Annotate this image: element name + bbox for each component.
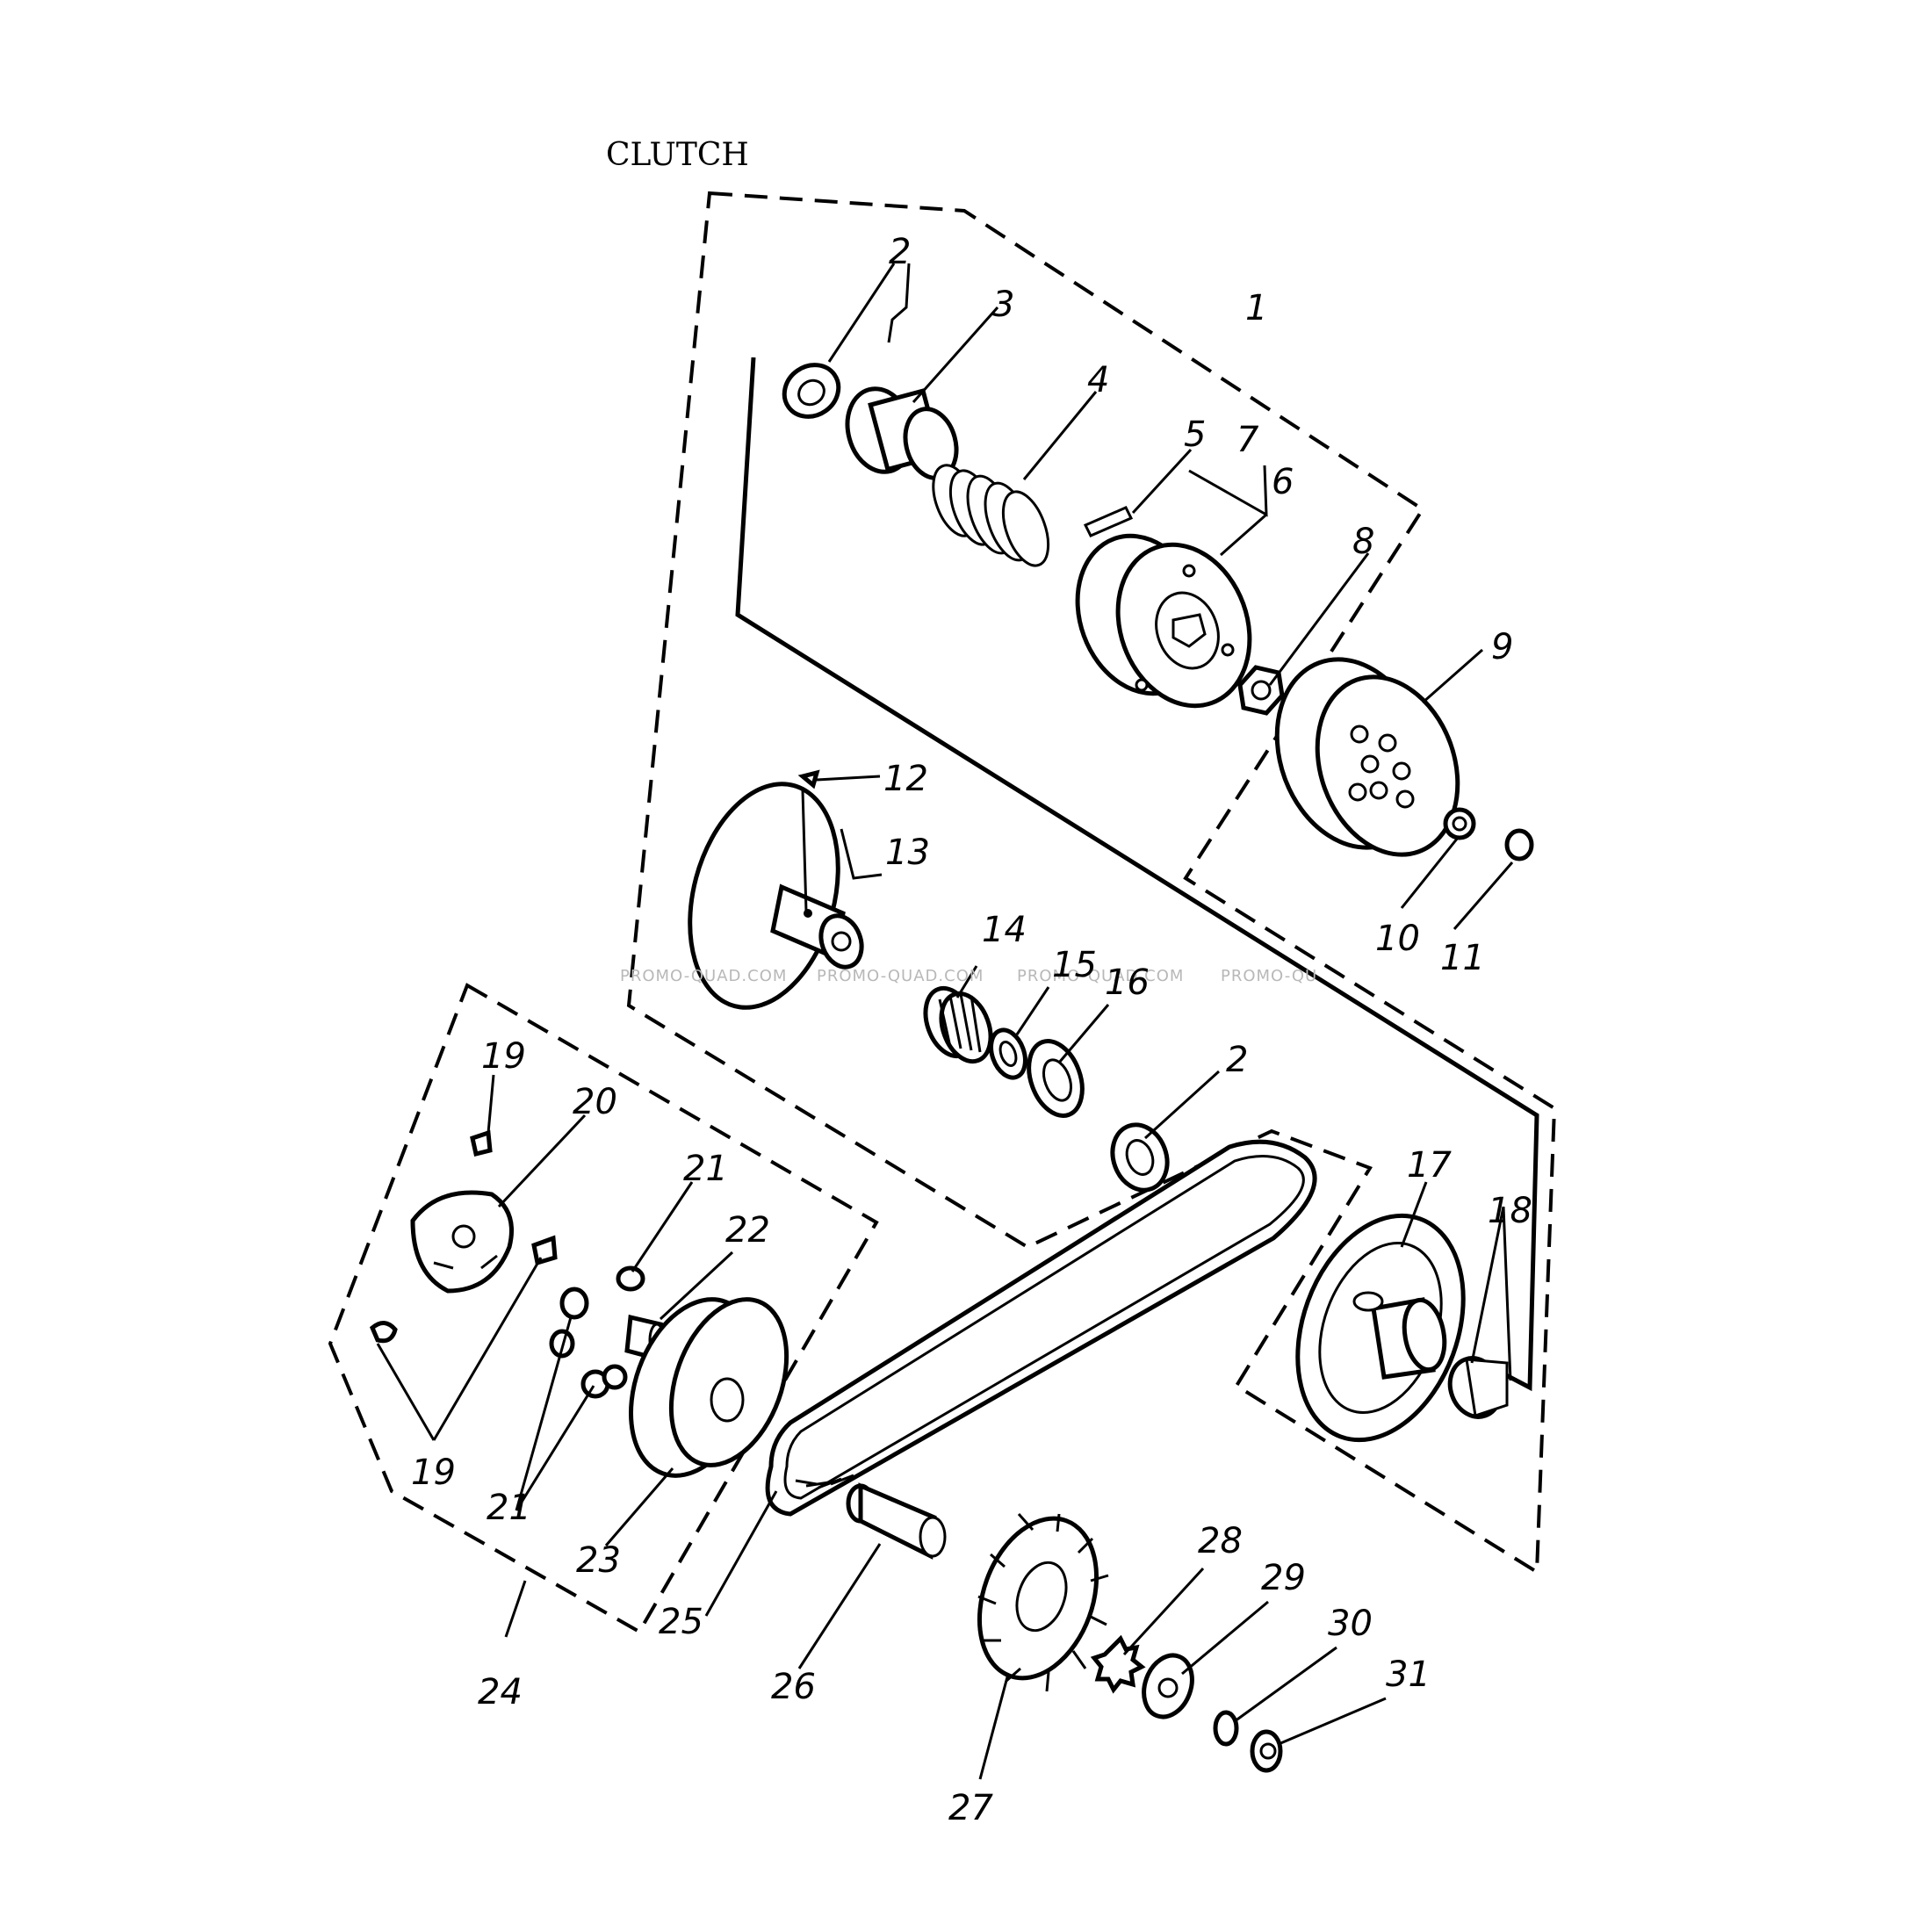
slider-part-19-top	[470, 1129, 493, 1157]
callout-17: 17	[1407, 1145, 1452, 1186]
callout-9: 9	[1491, 627, 1513, 667]
sleeve-part-3	[845, 386, 959, 480]
callout-2-lower: 2	[1226, 1040, 1248, 1080]
watermark-text-1: PROMO-QUAD.COM	[620, 967, 787, 985]
callout-14: 14	[982, 910, 1027, 950]
watermark-text-4: PROMO-QU	[1221, 967, 1317, 985]
circlip-part-15	[989, 1027, 1027, 1080]
ball-bearing-part-16	[1027, 1039, 1085, 1118]
callout-8: 8	[1352, 522, 1374, 562]
callout-19-bottom: 19	[411, 1453, 456, 1493]
callout-5: 5	[1184, 415, 1206, 455]
slider-part-19-right	[531, 1235, 558, 1266]
callout-31: 31	[1386, 1654, 1431, 1695]
leader-lines	[376, 263, 1514, 1780]
callout-27: 27	[948, 1788, 993, 1828]
ramp-plate-part-20	[410, 1190, 514, 1294]
callout-16: 16	[1105, 962, 1150, 1003]
callout-11: 11	[1440, 938, 1485, 978]
collar-part-18	[1447, 1356, 1509, 1419]
watermark-text-3: PROMO-QUAD.COM	[1017, 967, 1184, 985]
callout-20: 20	[573, 1082, 617, 1122]
callout-24: 24	[478, 1672, 523, 1712]
callout-numbers: 2 3 4 5 7 6 1 8 9 10 11 12 13 14 15 16 2…	[411, 232, 1532, 1828]
assembly-1-boundary	[626, 191, 1557, 1575]
callout-15: 15	[1052, 945, 1097, 985]
callout-19-top: 19	[481, 1036, 526, 1077]
shaft-part-26	[846, 1482, 947, 1560]
callout-21-top: 21	[683, 1149, 728, 1189]
callout-22: 22	[725, 1210, 770, 1251]
oil-seal-part-2-lower	[1110, 1122, 1170, 1193]
callout-25: 25	[659, 1602, 703, 1642]
washer-part-11	[1504, 828, 1534, 861]
roller-part-21-a	[616, 1265, 645, 1292]
callout-2: 2	[889, 232, 911, 272]
callout-12: 12	[883, 759, 928, 799]
movable-drive-face-part-23	[629, 1297, 789, 1478]
washer-part-30	[1213, 1710, 1239, 1747]
roller-part-21-d	[580, 1364, 628, 1399]
sub-assembly-boundary	[735, 357, 1539, 1392]
watermark-text-2: PROMO-QUAD.COM	[817, 967, 984, 985]
callout-13: 13	[885, 833, 930, 873]
slider-part-19-bottom	[369, 1321, 398, 1344]
clutch-shoe-part-6	[1075, 533, 1252, 709]
clutch-housing-part-9	[1274, 657, 1460, 857]
callout-26: 26	[771, 1667, 816, 1707]
diagram-title: CLUTCH	[606, 137, 749, 173]
assembly-24-boundary	[328, 983, 879, 1634]
callout-30: 30	[1328, 1604, 1373, 1644]
watermark: PROMO-QUAD.COM PROMO-QUAD.COM PROMO-QUAD…	[620, 967, 1317, 985]
pin-part-5	[1083, 506, 1134, 537]
callout-18: 18	[1488, 1191, 1532, 1231]
nut-part-8	[1237, 665, 1285, 716]
nut-part-31	[1250, 1729, 1283, 1773]
callout-21-bottom: 21	[487, 1488, 531, 1528]
callout-29: 29	[1261, 1558, 1306, 1598]
drive-belt-part-25	[765, 1139, 1317, 1517]
callout-23: 23	[576, 1540, 621, 1581]
spacer-part-29	[1142, 1653, 1194, 1719]
callout-4: 4	[1087, 360, 1109, 400]
spring-part-4	[932, 464, 1050, 567]
driven-pulley-part-17	[1295, 1213, 1466, 1443]
callout-3: 3	[992, 285, 1014, 325]
screw-part-12	[797, 769, 820, 789]
callout-7: 7	[1236, 420, 1259, 460]
roller-part-21-b	[559, 1287, 589, 1320]
callout-1: 1	[1245, 288, 1267, 328]
fan-part-27	[977, 1513, 1109, 1692]
callout-6: 6	[1272, 462, 1294, 502]
oil-seal-part-2	[782, 363, 841, 419]
callout-28: 28	[1198, 1521, 1243, 1561]
needle-bearing-part-14	[923, 985, 993, 1064]
drive-plate-part-13	[688, 782, 864, 1010]
nut-part-10	[1443, 807, 1476, 840]
callout-10: 10	[1375, 919, 1420, 959]
star-washer-part-28	[1090, 1634, 1146, 1694]
